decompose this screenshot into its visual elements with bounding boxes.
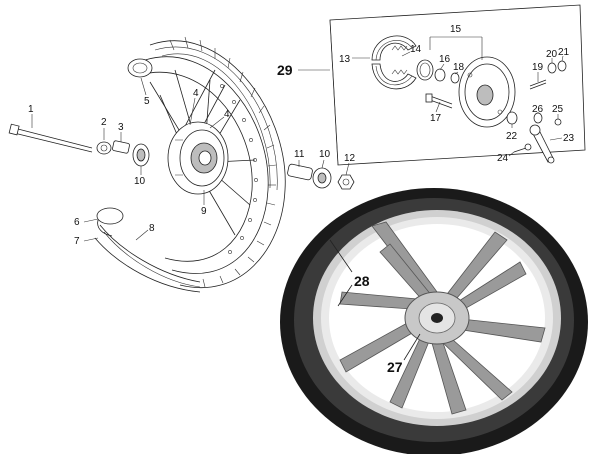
callout-6: 6 xyxy=(74,217,80,228)
callout-26: 26 xyxy=(532,104,544,115)
callout-10-right: 10 xyxy=(319,149,331,160)
callout-4b: 4 xyxy=(224,109,230,120)
callout-28: 28 xyxy=(354,273,370,289)
callout-2: 2 xyxy=(101,117,107,128)
spoked-wheel xyxy=(94,36,286,293)
callout-4a: 4 xyxy=(193,88,199,99)
callout-20: 20 xyxy=(546,49,558,60)
callout-16: 16 xyxy=(439,54,451,65)
callout-8: 8 xyxy=(149,223,155,234)
brake-assembly-inset xyxy=(329,4,586,166)
callout-29: 29 xyxy=(277,62,293,78)
callout-27: 27 xyxy=(387,359,403,375)
callout-12: 12 xyxy=(344,153,356,164)
callout-15: 15 xyxy=(450,24,462,35)
callout-17: 17 xyxy=(430,113,442,124)
callout-25: 25 xyxy=(552,104,564,115)
callout-7: 7 xyxy=(74,236,80,247)
callout-labels: 1 2 3 4 4 5 6 7 8 9 10 11 10 12 29 13 14… xyxy=(28,24,575,375)
callout-5: 5 xyxy=(144,96,150,107)
callout-23: 23 xyxy=(563,133,575,144)
leader-lines xyxy=(31,36,564,242)
callout-18: 18 xyxy=(453,62,465,73)
callout-22: 22 xyxy=(506,131,518,142)
callout-9: 9 xyxy=(201,206,207,217)
callout-1: 1 xyxy=(28,104,34,115)
callout-11: 11 xyxy=(294,149,305,160)
alloy-wheel xyxy=(280,188,588,456)
callout-10-left: 10 xyxy=(134,176,146,187)
callout-24: 24 xyxy=(497,153,509,164)
callout-14: 14 xyxy=(410,44,422,55)
axle-parts xyxy=(8,123,355,190)
callout-3: 3 xyxy=(118,122,124,133)
callout-21: 21 xyxy=(558,47,570,58)
callout-13: 13 xyxy=(339,54,351,65)
callout-19: 19 xyxy=(532,62,544,73)
